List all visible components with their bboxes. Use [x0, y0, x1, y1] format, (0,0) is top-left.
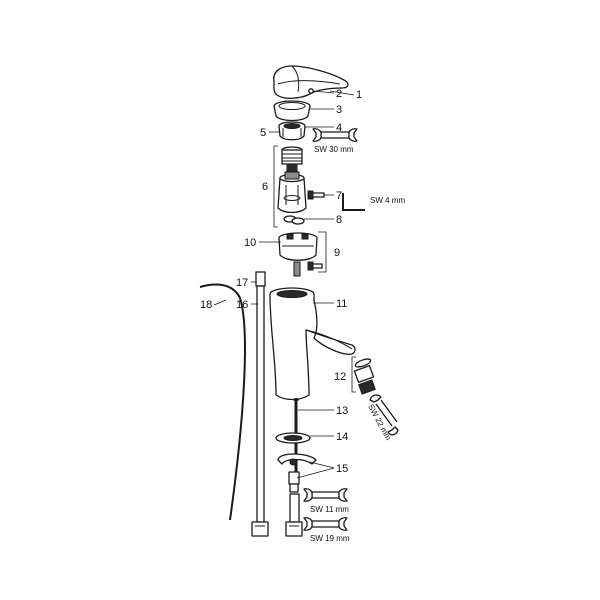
part-label-18: 18	[200, 299, 212, 311]
part-label-16: 16	[236, 299, 248, 311]
supply-hose	[251, 271, 269, 537]
part-label-15: 15	[336, 463, 348, 475]
tool-label-sw11: SW 11 mm	[310, 505, 349, 514]
part-label-1: 1	[356, 89, 362, 101]
set-screw	[308, 88, 314, 94]
inlet-nipple	[293, 261, 301, 277]
part-label-12: 12	[334, 371, 346, 383]
wrench-sw30-icon	[312, 128, 358, 142]
cartridge	[277, 146, 307, 214]
tool-label-sw4: SW 4 mm	[370, 196, 405, 205]
part-label-14: 14	[336, 431, 348, 443]
part-label-8: 8	[336, 214, 342, 226]
part-label-3: 3	[336, 104, 342, 116]
part-label-9: 9	[334, 247, 340, 259]
basin-mixer-body	[269, 287, 356, 401]
mixing-body	[278, 232, 318, 261]
aerator	[353, 358, 376, 395]
bendable-pipe	[199, 283, 246, 521]
part-label-17: 17	[236, 277, 248, 289]
part-label-5: 5	[260, 127, 266, 139]
part-label-6: 6	[262, 181, 268, 193]
threaded-nut	[278, 121, 306, 141]
wrench-sw22-icon	[369, 394, 399, 436]
hex-key-sw4-icon	[342, 193, 365, 211]
tool-label-sw30: SW 30 mm	[314, 145, 354, 154]
o-rings	[283, 215, 305, 225]
tool-label-sw19: SW 19 mm	[310, 534, 350, 543]
part-number-labels: 1 2 3 4 5 6 7 8 9 10 11 12 13 14 15 16 1…	[200, 88, 362, 475]
washer	[275, 432, 311, 444]
part-label-11: 11	[336, 298, 347, 310]
part-label-13: 13	[336, 405, 348, 417]
part-label-7: 7	[336, 190, 342, 202]
wrench-sw11-icon	[303, 488, 348, 502]
mounting-clamp	[277, 453, 317, 493]
grub-screw	[307, 190, 325, 200]
part-label-10: 10	[244, 237, 256, 249]
lever-handle	[273, 65, 349, 99]
wrench-sw19-icon	[303, 517, 348, 531]
supply-hose-fitting	[285, 493, 303, 537]
leader-lines	[213, 90, 356, 479]
cover-ring	[273, 100, 311, 122]
part-label-4: 4	[336, 122, 342, 134]
fixing-screw	[307, 261, 323, 271]
part-label-2: 2	[336, 88, 342, 100]
